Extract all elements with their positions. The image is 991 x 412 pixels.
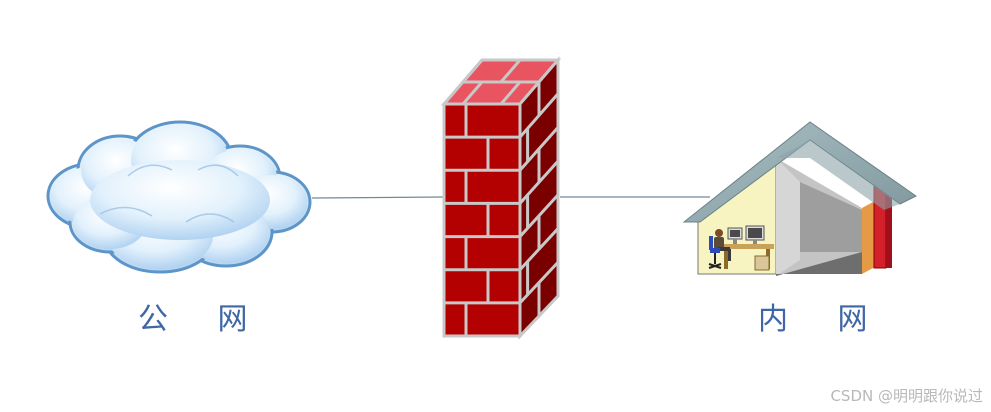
cloud-icon: [46, 120, 312, 274]
connector-cloud-firewall: [311, 196, 445, 199]
house-icon: [682, 121, 917, 276]
private-network-label: 内 网: [758, 302, 888, 337]
public-network-label: 公 网: [138, 302, 268, 337]
brick-wall-icon: [440, 55, 562, 340]
office-desk: [722, 244, 774, 271]
computer-monitor-icon: [745, 225, 765, 244]
watermark: CSDN @明明跟你说过: [830, 387, 983, 405]
office-worker-icon: [708, 229, 731, 269]
computer-monitor-icon: [727, 227, 743, 244]
